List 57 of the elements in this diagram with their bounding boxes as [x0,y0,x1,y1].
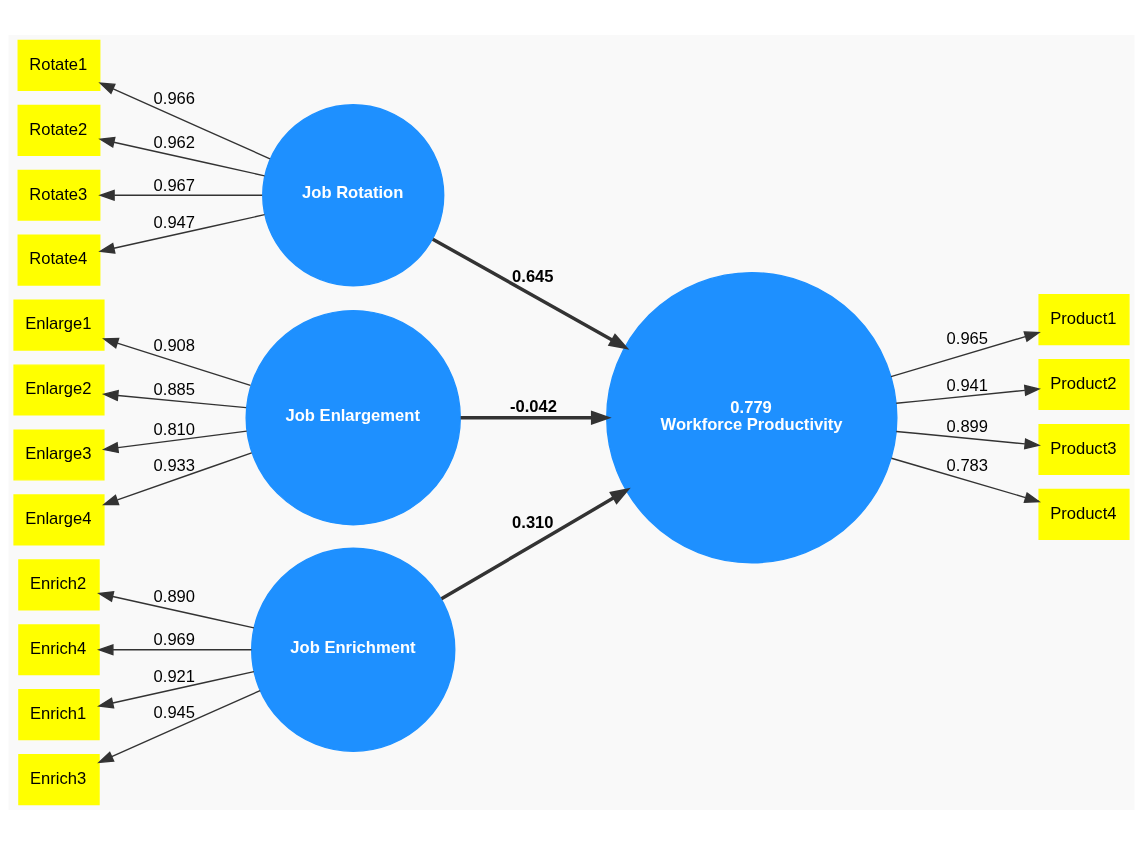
arrow [890,330,1041,377]
node-circle: Job Rotation [262,103,445,286]
arrow [431,237,630,350]
arrow [890,457,1041,503]
arrow [895,430,1041,450]
edge-label: 0.310 [512,512,554,532]
node-box: Product4 [1038,488,1130,540]
node-box: Product2 [1038,358,1130,410]
arrow [101,389,247,408]
node-box: Rotate4 [17,234,101,286]
edge-label: -0.042 [510,396,557,416]
node-box: Enrich4 [18,623,100,675]
node-box: Enrich1 [18,688,100,740]
edge-label: 0.783 [946,455,989,475]
edge-label: 0.921 [153,666,196,686]
arrow [101,429,248,453]
edge-label: 0.933 [153,455,196,475]
arrow [97,689,261,763]
arrow [97,643,253,656]
node-box: Enlarge3 [13,428,105,480]
edge-label: 0.966 [153,88,196,108]
edge-label: 0.908 [153,335,196,355]
node-box: Enlarge2 [13,364,105,416]
arrow [97,670,255,709]
arrow [102,451,253,505]
node-box: Product1 [1038,293,1130,345]
node-box: Enrich3 [18,753,100,805]
node-box: Rotate3 [17,169,101,221]
arrow [98,188,263,201]
edge-label: 0.965 [946,328,989,348]
arrow [460,409,612,425]
arrow [895,384,1041,404]
arrow [102,337,252,386]
node-circle: Job Enrichment [251,547,456,752]
node-box: Rotate1 [17,39,101,91]
arrow [98,136,266,176]
node-box: Enlarge4 [13,493,105,545]
arrow [97,590,255,629]
edge-label: 0.890 [153,586,196,606]
edge-label: 0.899 [946,416,989,436]
edge-label: 0.947 [153,212,196,232]
edge-label: 0.645 [512,266,554,286]
edge-label: 0.941 [946,375,989,395]
edge-label: 0.810 [153,419,196,439]
edge-label: 0.945 [153,702,196,722]
edge-label: 0.885 [153,379,196,399]
node-box: Enlarge1 [13,299,105,351]
node-circle: Job Enlargement [245,309,461,525]
node-box: Enrich2 [18,558,100,610]
node-box: Product3 [1038,423,1130,475]
arrow [98,81,271,159]
edge-label: 0.962 [153,132,196,152]
node-box: Rotate2 [17,104,101,156]
edge-label: 0.967 [153,175,196,195]
arrow [98,213,266,254]
arrow [440,487,631,600]
edge-label: 0.969 [153,629,196,649]
